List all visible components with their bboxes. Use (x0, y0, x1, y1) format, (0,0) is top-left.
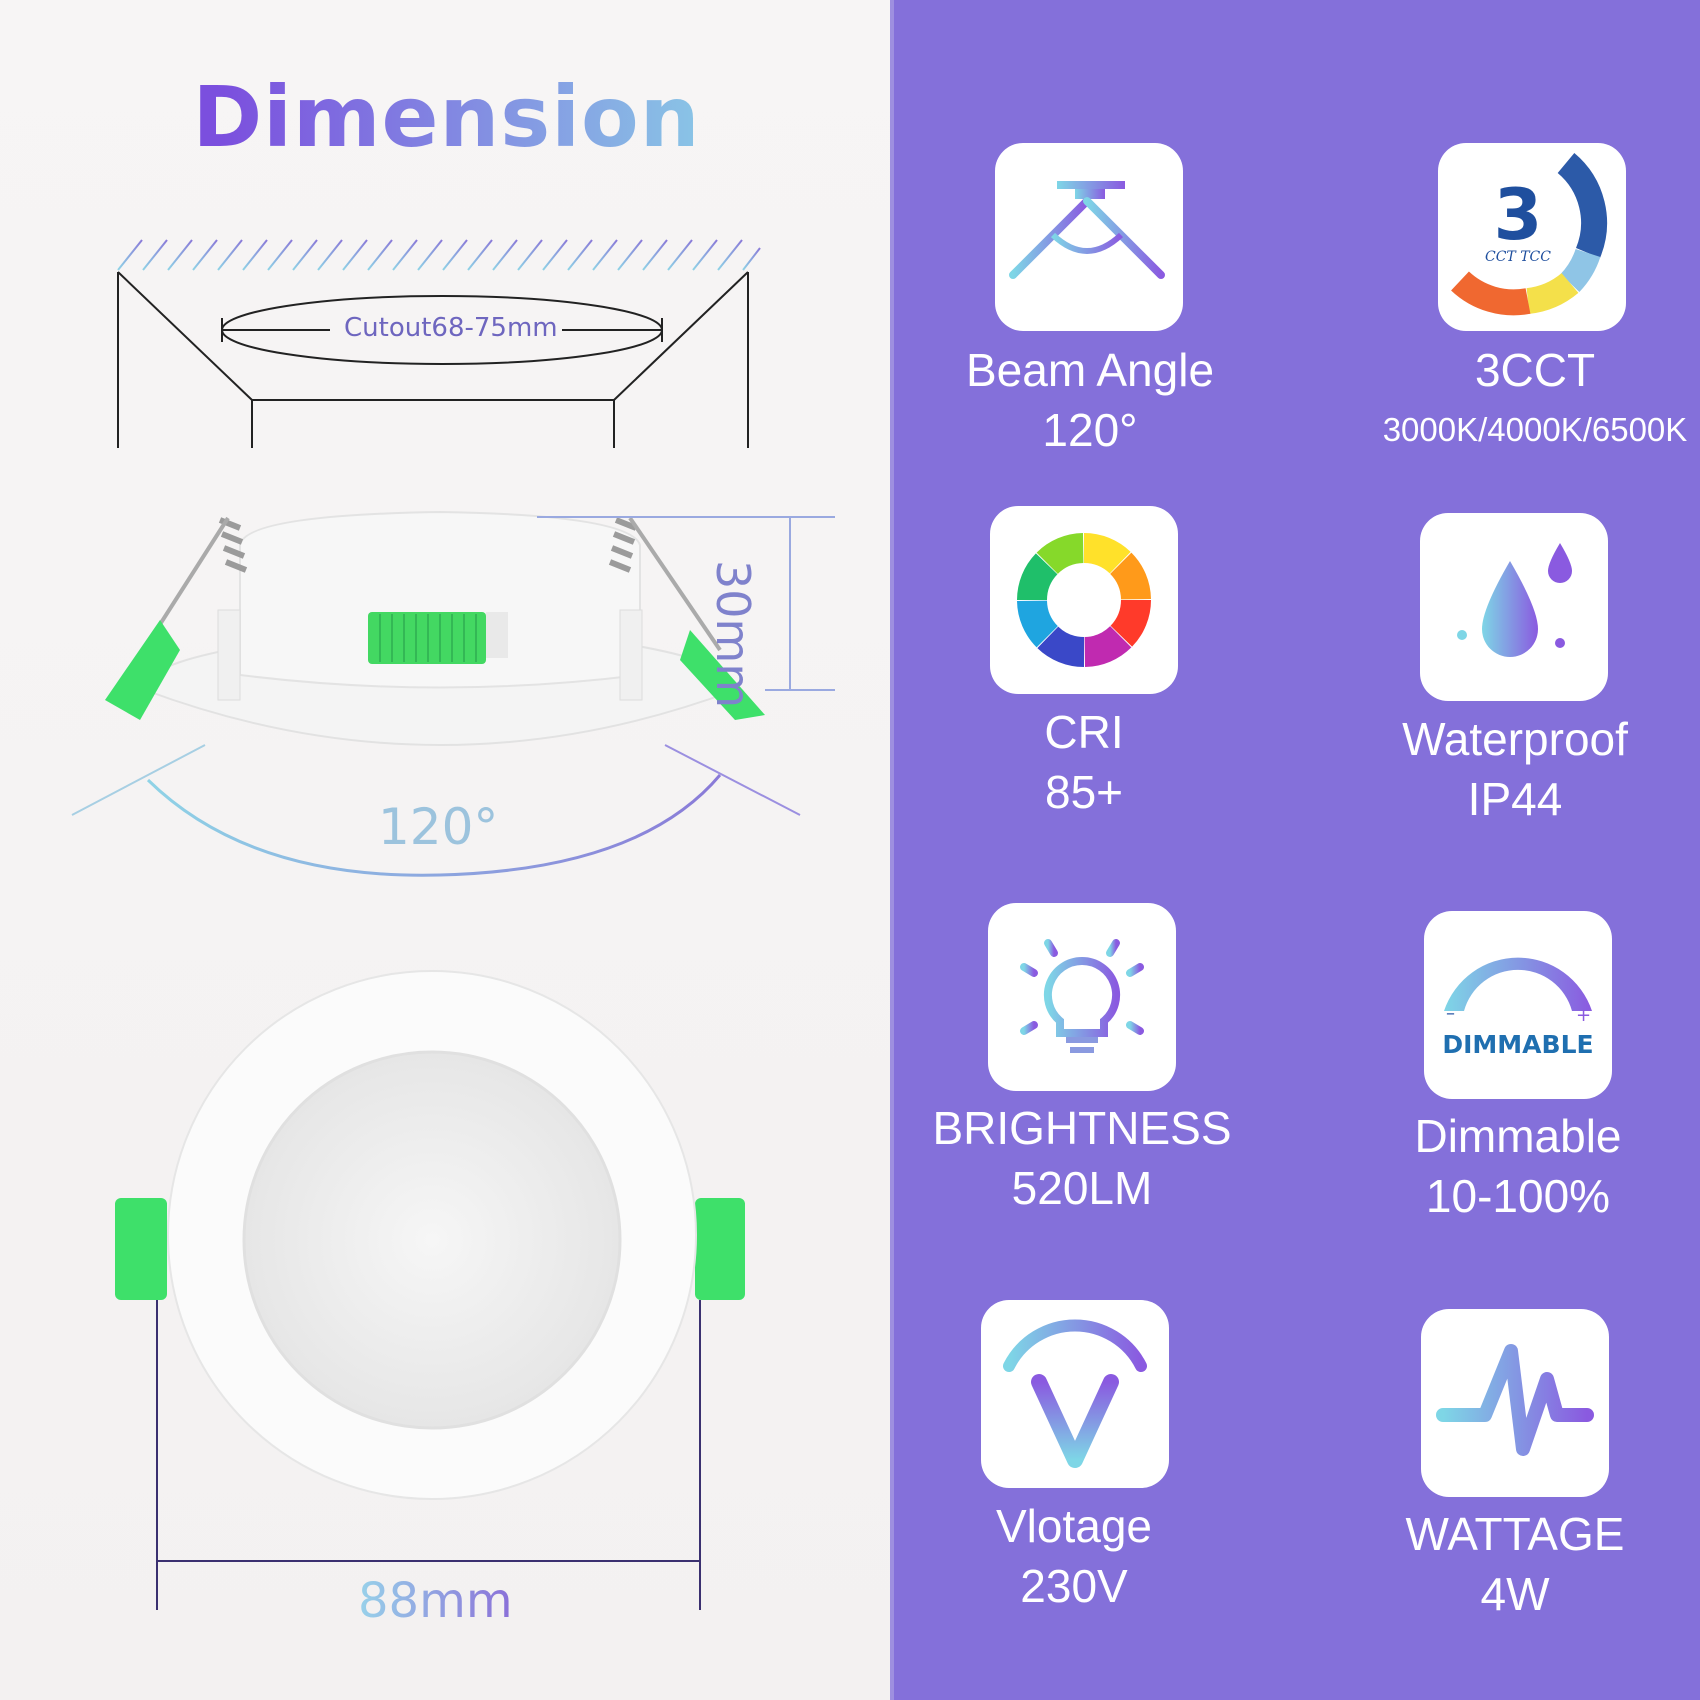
3cct-sub: CCT TCC (1485, 249, 1551, 265)
feature-value: 120° (1042, 404, 1138, 456)
panel-divider (890, 0, 894, 1700)
width-dimension (156, 1300, 701, 1610)
height-label: 30mm (706, 560, 760, 709)
downlight-front-view (115, 970, 745, 1500)
cutout-section (117, 271, 749, 448)
feature-name: Vlotage (995, 1500, 1152, 1552)
feature-name: CRI (1044, 706, 1124, 758)
svg-text:+: + (1576, 1005, 1591, 1026)
feature-name: WATTAGE (1405, 1508, 1625, 1560)
water-drop-icon (1420, 513, 1608, 701)
feature-name: BRIGHTNESS (932, 1102, 1232, 1154)
feature-value: 4W (1480, 1568, 1550, 1620)
voltage-icon (981, 1300, 1169, 1488)
cutout-label: Cutout68-75mm (340, 313, 562, 343)
height-dimension (537, 516, 835, 691)
dimension-drawing (71, 239, 835, 1610)
wattage-icon (1421, 1309, 1609, 1497)
3cct-icon: 3 CCT TCC (1438, 143, 1626, 331)
feature-waterproof: Waterproof IP44 (1305, 709, 1700, 829)
dimmable-icon-text: DIMMABLE (1442, 1030, 1593, 1059)
feature-name: Beam Angle (965, 344, 1215, 396)
beam-angle-arc (71, 744, 801, 877)
feature-name: Dimmable (1414, 1110, 1622, 1162)
beam-angle-icon (995, 143, 1183, 331)
feature-voltage: Vlotage 230V (864, 1496, 1284, 1616)
color-wheel-icon (990, 506, 1178, 694)
feature-value: 230V (1020, 1560, 1128, 1612)
feature-value: 10-100% (1425, 1170, 1611, 1222)
feature-value: IP44 (1467, 773, 1563, 825)
feature-value: 3000K/4000K/6500K (1382, 411, 1688, 448)
feature-name: 3CCT (1474, 344, 1596, 396)
feature-value: 85+ (1044, 766, 1124, 818)
downlight-side-view (105, 510, 765, 746)
feature-wattage: WATTAGE 4W (1305, 1504, 1700, 1624)
beam-label: 120° (378, 798, 499, 856)
page-title: Dimension (0, 68, 893, 166)
svg-text:–: – (1446, 1003, 1455, 1024)
feature-name: Waterproof (1402, 713, 1628, 765)
3cct-number: 3 (1494, 174, 1543, 256)
feature-cri: CRI 85+ (874, 702, 1294, 822)
ceiling-hatch (117, 239, 761, 271)
feature-3cct: 3CCT 3000K/4000K/6500K (1325, 340, 1700, 460)
feature-dimmable: Dimmable 10-100% (1308, 1106, 1700, 1226)
bulb-icon (988, 903, 1176, 1091)
feature-beam-angle: Beam Angle 120° (880, 340, 1300, 460)
width-label: 88mm (358, 1573, 513, 1629)
feature-brightness: BRIGHTNESS 520LM (872, 1098, 1292, 1218)
feature-value: 520LM (1011, 1162, 1153, 1214)
dimmable-icon: – + DIMMABLE (1424, 911, 1612, 1099)
